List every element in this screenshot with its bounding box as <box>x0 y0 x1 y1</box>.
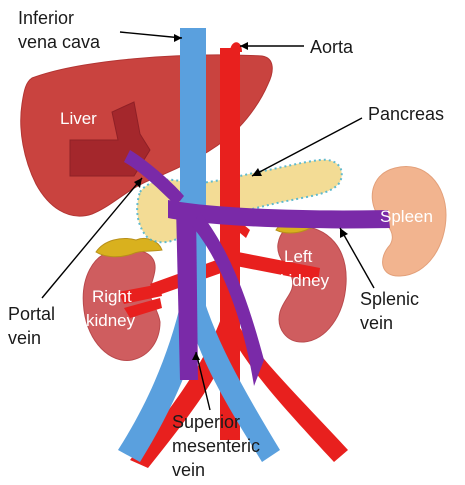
right-adrenal-gland <box>96 238 162 256</box>
splenic-vein-arrowhead <box>340 228 348 238</box>
aorta-label: Aorta <box>310 37 354 57</box>
portal-vein-label-line2: vein <box>8 328 41 348</box>
pancreas-label: Pancreas <box>368 104 444 124</box>
left-kidney-label-line1: Left <box>284 247 313 266</box>
right-kidney-label-line2: kidney <box>86 311 136 330</box>
liver-label: Liver <box>60 109 97 128</box>
spleen-label: Spleen <box>380 207 433 226</box>
ivc-label-line1: Inferior <box>18 8 74 28</box>
splenic-vein-label-line1: Splenic <box>360 289 419 309</box>
ivc-leader-line <box>120 32 182 38</box>
left-kidney-label-line2: kidney <box>280 271 330 290</box>
splenic-vein-label-line2: vein <box>360 313 393 333</box>
smv-label-line2: mesenteric <box>172 436 260 456</box>
portal-vein-label-line1: Portal <box>8 304 55 324</box>
ivc-label-line2: vena cava <box>18 32 101 52</box>
right-kidney-label-line1: Right <box>92 287 132 306</box>
smv-label-line1: Superior <box>172 412 240 432</box>
smv-label-line3: vein <box>172 460 205 480</box>
